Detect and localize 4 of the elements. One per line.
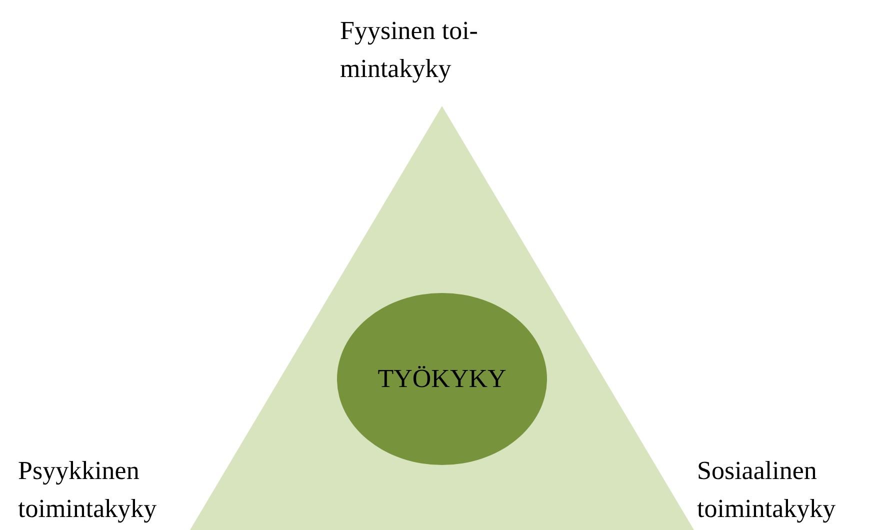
corner-label: Psyykkinen toimintakyky bbox=[18, 455, 158, 525]
corner-label: Fyysinen toi-mintakyky bbox=[340, 15, 479, 85]
corner-label: Sosiaalinen toimintakyky bbox=[697, 455, 837, 525]
node-text: TYÖKYKY bbox=[378, 364, 506, 394]
